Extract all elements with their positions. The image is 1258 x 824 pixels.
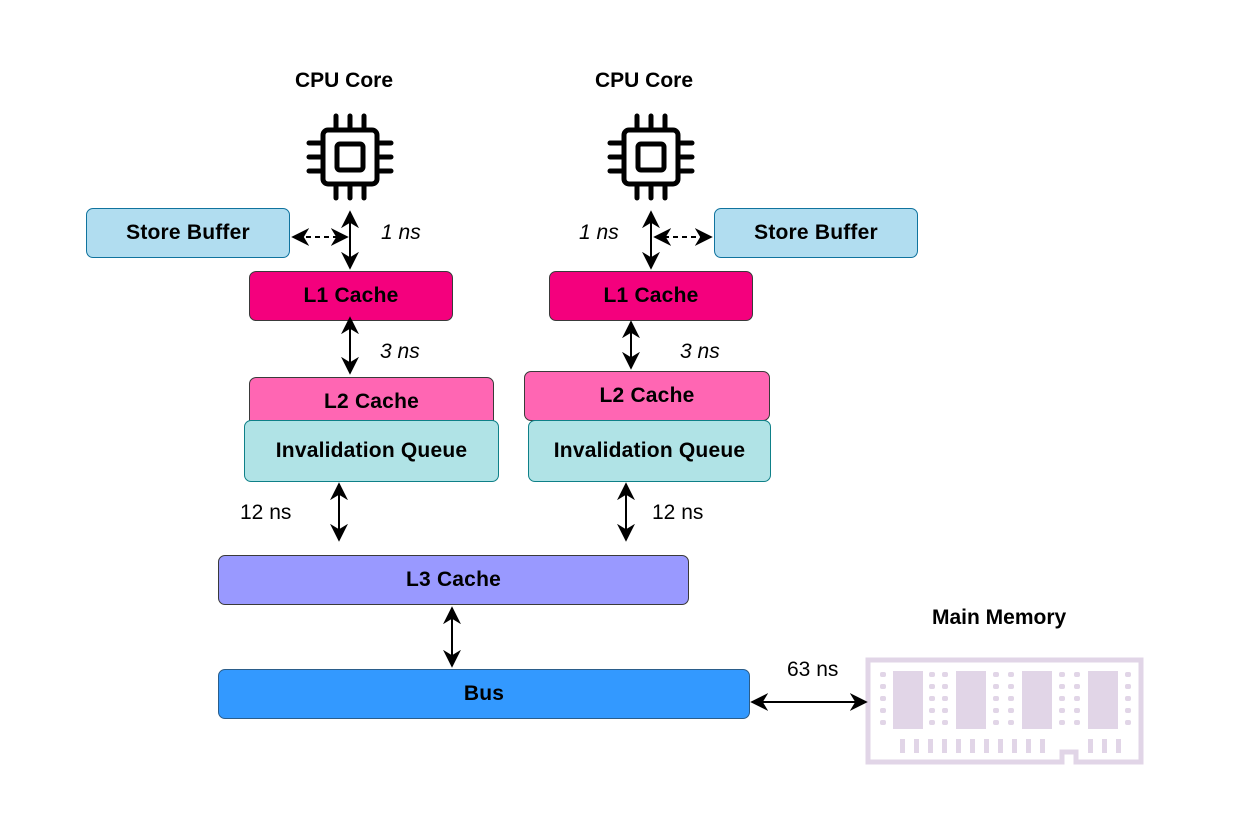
l1-cache-left: L1 Cache xyxy=(249,271,453,321)
latency-label-l1-l2-right: 3 ns xyxy=(680,340,720,363)
cpu-chip-icon xyxy=(306,113,394,201)
cpu-chip-icon xyxy=(607,113,695,201)
latency-label-l2-l3-left: 12 ns xyxy=(240,501,292,524)
latency-label-bus-memory: 63 ns xyxy=(787,658,839,681)
main-memory-title: Main Memory xyxy=(932,606,1067,629)
invalidation-queue-left: Invalidation Queue xyxy=(244,420,499,482)
l3-cache: L3 Cache xyxy=(218,555,689,605)
bus: Bus xyxy=(218,669,750,719)
store-buffer-right: Store Buffer xyxy=(714,208,918,258)
latency-label-l1-l2-left: 3 ns xyxy=(380,340,420,363)
l2-cache-left: L2 Cache xyxy=(249,377,494,427)
cpu-core-title-left: CPU Core xyxy=(295,69,394,92)
l1-cache-right: L1 Cache xyxy=(549,271,753,321)
latency-label-l2-l3-right: 12 ns xyxy=(652,501,704,524)
invalidation-queue-right: Invalidation Queue xyxy=(528,420,771,482)
store-buffer-left: Store Buffer xyxy=(86,208,290,258)
latency-label-cpu-l1-right: 1 ns xyxy=(579,221,619,244)
latency-label-cpu-l1-left: 1 ns xyxy=(381,221,421,244)
ram-module-icon xyxy=(865,657,1144,765)
cpu-core-title-right: CPU Core xyxy=(595,69,694,92)
